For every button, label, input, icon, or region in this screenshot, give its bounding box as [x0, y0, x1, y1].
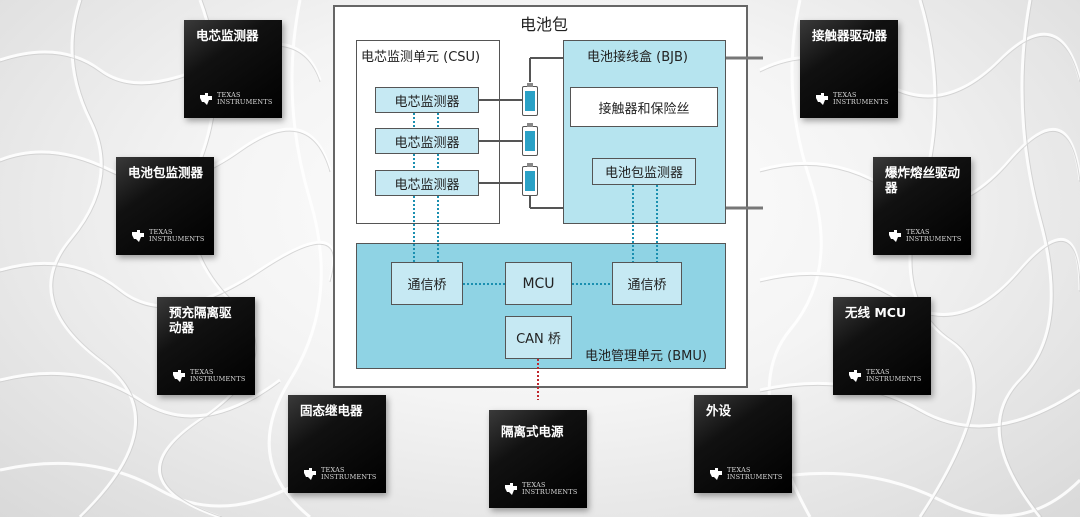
battery-cell-2: [522, 123, 538, 156]
comm-bridge-right: 通信桥: [612, 262, 682, 305]
comm-bridge-left: 通信桥: [391, 262, 463, 305]
bjb-box: [563, 40, 726, 224]
ti-logo-icon: [505, 483, 517, 495]
ti-logo-icon: [889, 230, 901, 242]
ti-logo-icon: [710, 468, 722, 480]
can-bridge: CAN 桥: [505, 316, 572, 359]
cell-monitor-3: 电芯监测器: [375, 170, 479, 196]
bjb-title: 电池接线盒 (BJB): [587, 50, 688, 65]
ti-logo-icon: [132, 230, 144, 242]
ti-logo-icon: [173, 370, 185, 382]
ti-logo-icon: [200, 93, 212, 105]
mcu-block: MCU: [505, 262, 572, 305]
cell-monitor-2: 电芯监测器: [375, 128, 479, 154]
contactor-and-fuse: 接触器和保险丝: [570, 87, 718, 127]
ti-logo-icon: [304, 468, 316, 480]
cell-monitor-1: 电芯监测器: [375, 87, 479, 113]
battery-cell-3: [522, 163, 538, 196]
ti-logo-icon: [816, 93, 828, 105]
csu-title: 电芯监测单元 (CSU): [361, 50, 481, 65]
battery-cell-1: [522, 83, 538, 116]
battery-pack-title: 电池包: [520, 15, 569, 34]
pack-monitor: 电池包监测器: [592, 158, 696, 185]
ti-logo-icon: [849, 370, 861, 382]
bmu-title: 电池管理单元 (BMU): [585, 349, 707, 364]
